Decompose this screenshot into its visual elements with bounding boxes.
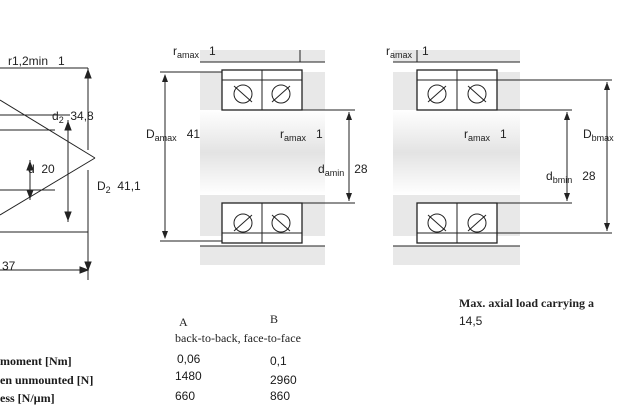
table-cell-a: 1480 (175, 369, 202, 383)
table-cell-b: 0,1 (270, 354, 287, 368)
column-b-letter: B (270, 312, 279, 326)
axial-load-title: Max. axial load carrying a (459, 296, 594, 310)
right-arrangement (393, 50, 612, 265)
d-bore-label: d 20 (28, 162, 55, 176)
ra-max-top-label-right: ramax 1 (386, 44, 429, 60)
D2-dimension-label: D2 41,1 (97, 179, 141, 195)
table-cell-a: 660 (175, 389, 196, 403)
column-header: back-to-back, face-to-face (175, 331, 301, 345)
table-row-label: en unmounted [N] (0, 373, 94, 387)
ra-max-mid-label-mid: ramax 1 (280, 127, 323, 143)
table-row-label: ess [N/µm] (0, 391, 55, 405)
middle-arrangement (160, 50, 355, 265)
Db-max-label: Dbmax (583, 127, 614, 143)
r1-min-label: r1,2min 1 (8, 54, 65, 68)
table-cell-b: 860 (270, 389, 291, 403)
width-dimension-label: 37 (2, 259, 16, 273)
table-row-label: moment [Nm] (0, 354, 72, 368)
ra-max-top-label-mid: ramax 1 (173, 44, 216, 60)
axial-load-value: 14,5 (459, 314, 483, 328)
da-min-label: damin 28 (318, 162, 368, 178)
Da-max-label: Damax 41 (146, 127, 201, 143)
left-dimension-drawing (0, 67, 96, 280)
table-cell-a: 0,06 (177, 352, 201, 366)
db-min-label: dbmin 28 (546, 169, 596, 185)
ra-max-mid-label-right: ramax 1 (464, 127, 507, 143)
d2-dimension-label: d2 34,8 (52, 109, 94, 125)
table-cell-b: 2960 (270, 373, 297, 387)
column-a-letter: A (179, 315, 188, 329)
